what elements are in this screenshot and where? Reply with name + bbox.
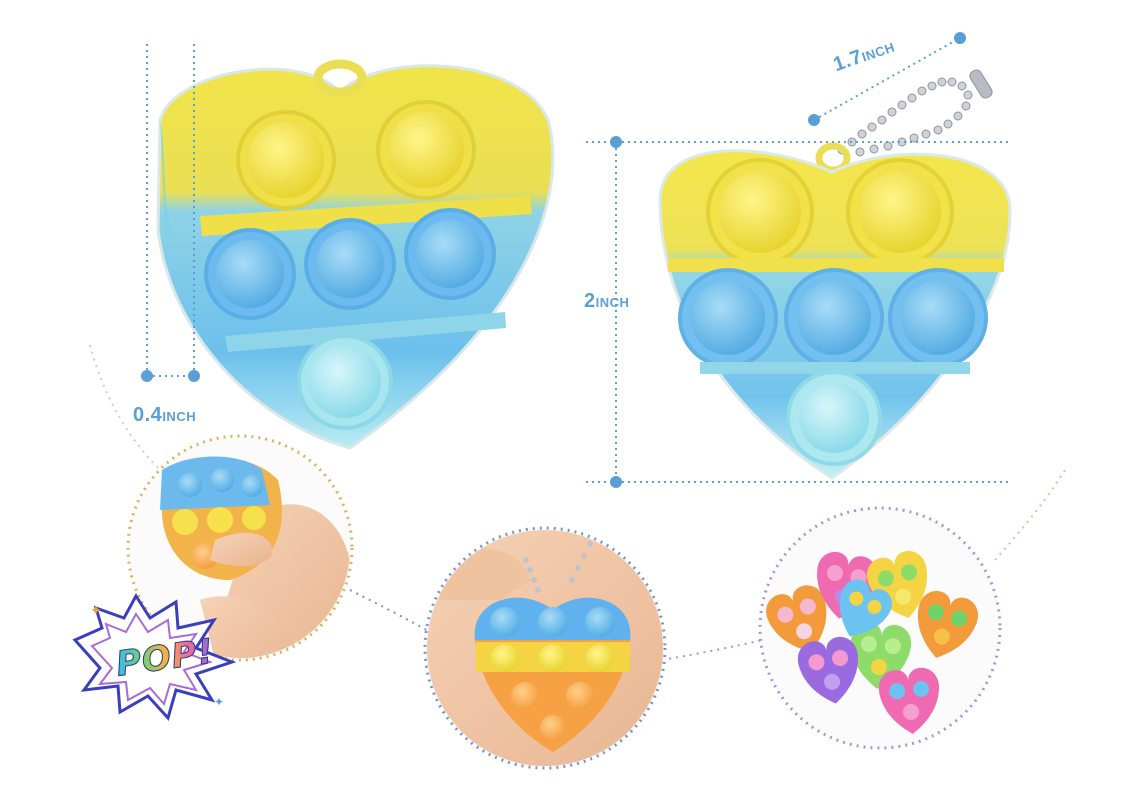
- depth-dimension-lines: [146, 44, 195, 377]
- pop-burst-icon: ✦ ✦: [72, 593, 237, 722]
- height-number: 2: [584, 290, 596, 312]
- height-unit: INCH: [595, 295, 630, 310]
- dotted-connectors: [89, 344, 1066, 661]
- depth-number: 0.4: [133, 404, 163, 426]
- dimension-dot: [610, 136, 622, 148]
- dimension-dot: [954, 32, 966, 44]
- hand-holding-photo: [423, 526, 667, 770]
- ball-chain-keyring: [837, 69, 993, 157]
- dimension-dot: [141, 370, 153, 382]
- depth-label: 0.4INCH: [133, 404, 196, 427]
- size-dimension-lines: [586, 37, 1010, 483]
- dimension-dot: [808, 114, 820, 126]
- height-label: 2INCH: [584, 290, 629, 313]
- depth-unit: INCH: [162, 409, 197, 424]
- heart-pop-toy-angled: [156, 59, 555, 450]
- hand-squeeze-photo: [126, 434, 354, 662]
- svg-text:✦: ✦: [90, 603, 102, 619]
- svg-text:✦: ✦: [214, 695, 224, 709]
- dimension-dot: [610, 476, 622, 488]
- dimension-dot: [188, 370, 200, 382]
- heart-pop-toy-front: [658, 69, 1012, 480]
- heart-pile-photo: [758, 506, 1002, 750]
